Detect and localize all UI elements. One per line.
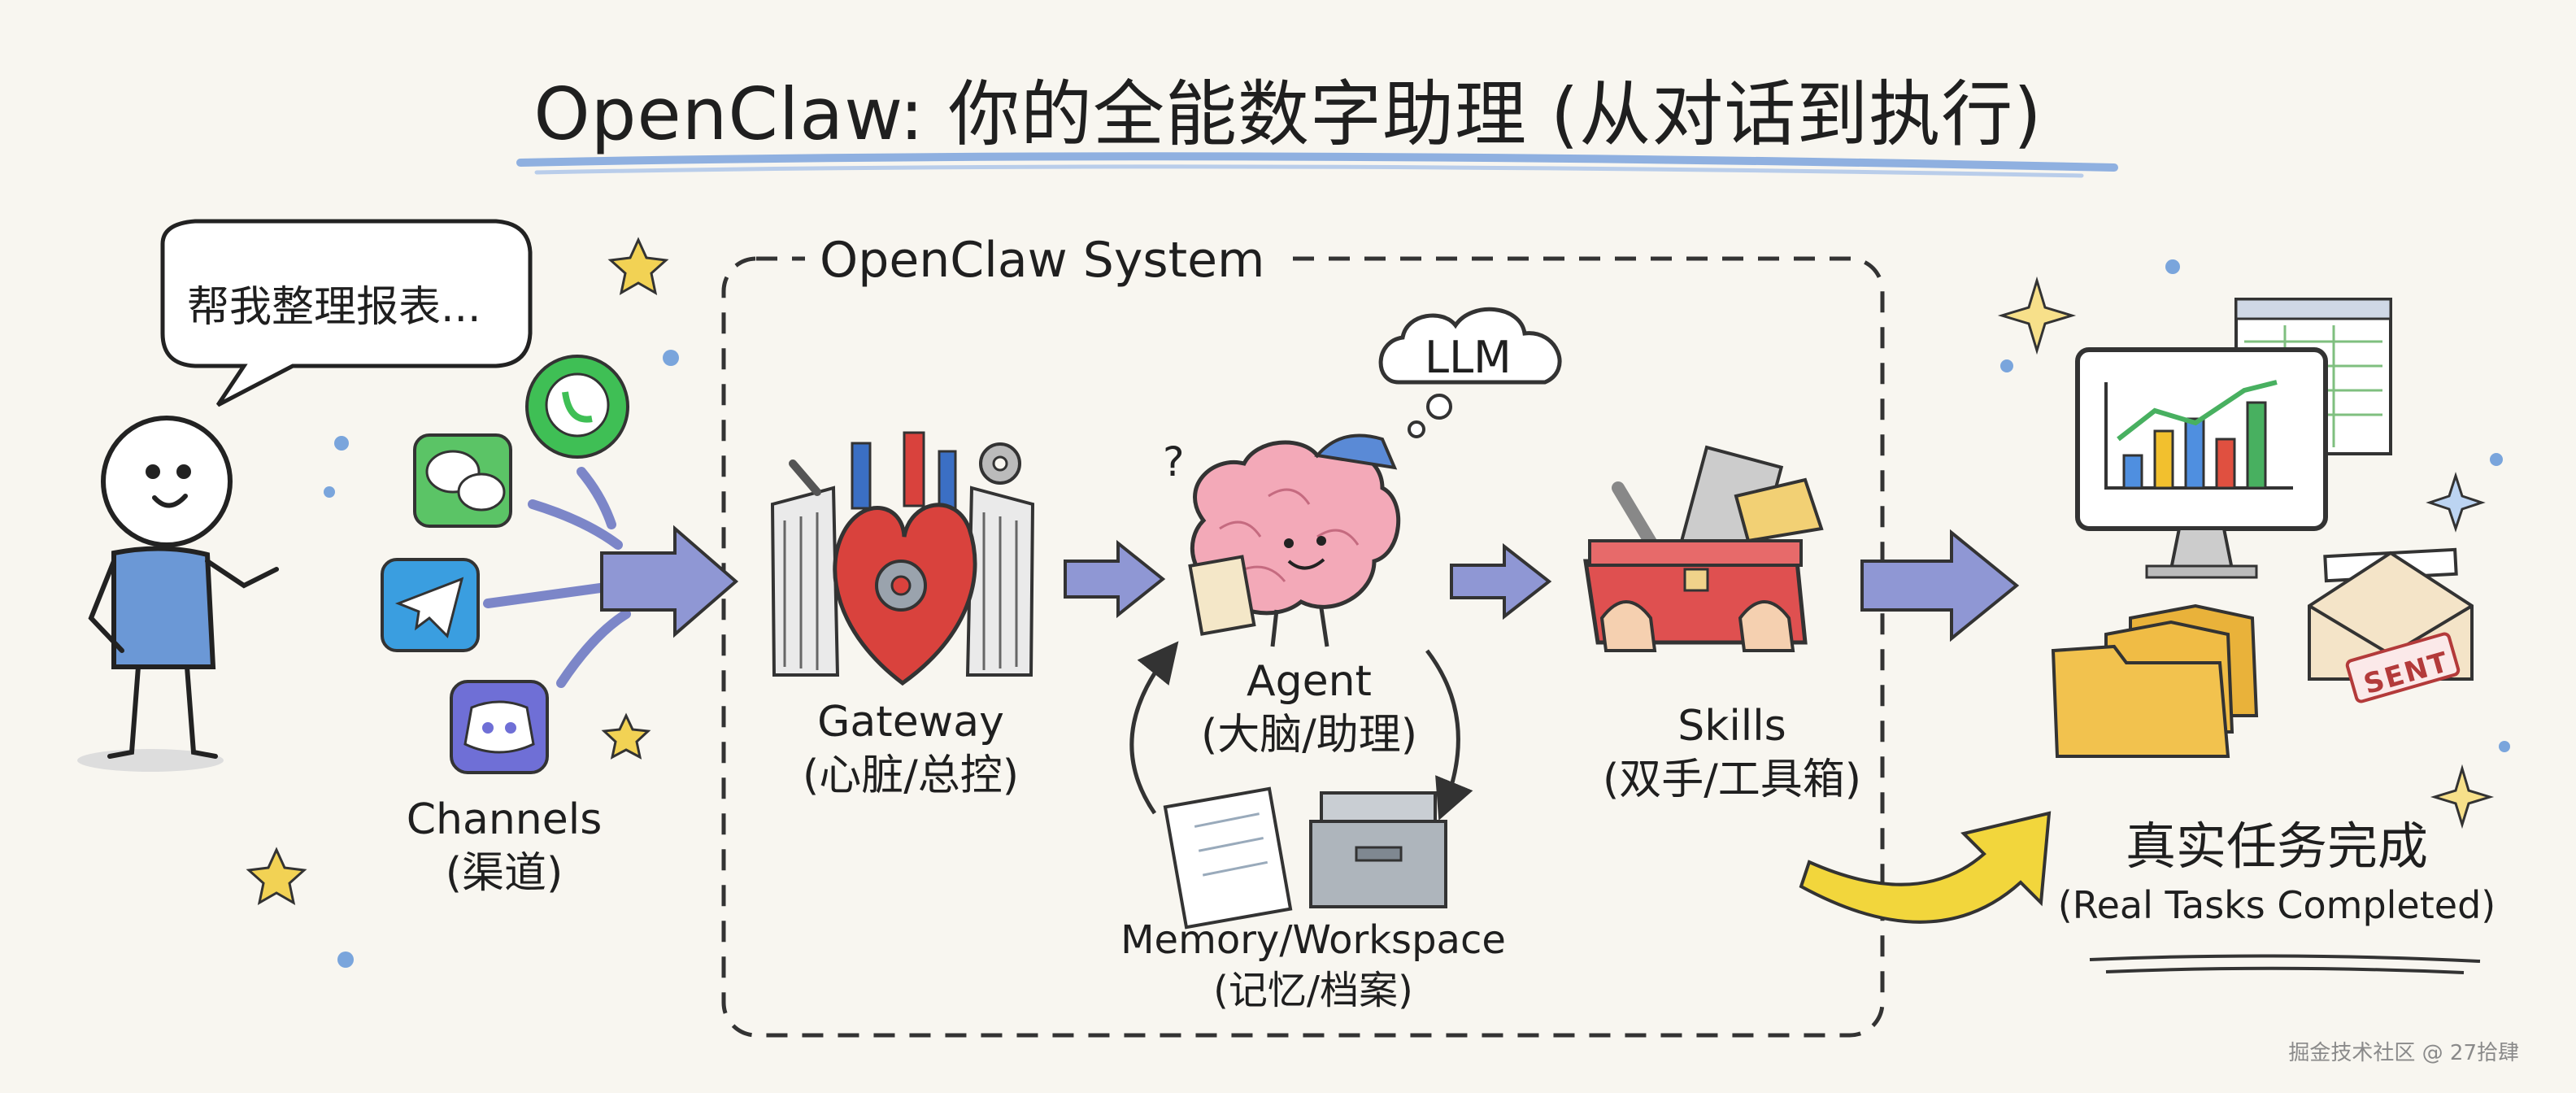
decor-stars xyxy=(246,237,669,905)
svg-text:?: ? xyxy=(1163,438,1185,486)
title-underline xyxy=(516,152,2118,178)
yellow-sweep-arrow xyxy=(1799,811,2052,924)
arrow-gateway-agent xyxy=(1064,539,1166,619)
llm-cloud xyxy=(1378,307,1562,438)
bar-4 xyxy=(2215,438,2236,490)
folder-icon xyxy=(2051,603,2259,758)
result-zh: 真实任务完成 xyxy=(2125,816,2428,876)
memory-sub: (记忆/档案) xyxy=(1213,968,1413,1013)
channels-label: Channels (渠道) xyxy=(382,793,626,900)
page-title: OpenClaw: 你的全能数字助理 (从对话到执行) xyxy=(533,72,2043,156)
notebook-icon xyxy=(1163,786,1293,930)
bar-1 xyxy=(2122,454,2143,490)
telegram-icon xyxy=(381,558,480,652)
agent-label: Agent (大脑/助理) xyxy=(1163,655,1456,762)
toolbox-icon xyxy=(1583,445,1824,652)
channel-arrows xyxy=(483,467,631,688)
channels-name: Channels xyxy=(406,795,603,844)
skills-sub: (双手/工具箱) xyxy=(1602,756,1862,804)
channels-sub: (渠道) xyxy=(445,849,564,898)
bar-5 xyxy=(2246,401,2267,490)
filing-drawer-icon xyxy=(1309,791,1447,908)
gateway-label: Gateway (心脏/总控) xyxy=(772,695,1049,803)
bar-3 xyxy=(2184,417,2205,490)
skills-name: Skills xyxy=(1677,702,1786,751)
speech-bubble-text: 帮我整理报表... xyxy=(187,283,481,332)
skills-label: Skills (双手/工具箱) xyxy=(1545,699,1919,807)
gate-icon xyxy=(770,486,1035,677)
result-label: 真实任务完成 (Real Tasks Completed) xyxy=(2017,813,2537,930)
discord-icon xyxy=(450,680,549,774)
gateway-name: Gateway xyxy=(817,698,1004,747)
brain-icon: ? xyxy=(1163,433,1401,647)
decor-dots xyxy=(324,259,2510,968)
memory-name: Memory/Workspace xyxy=(1120,917,1506,963)
llm-label: LLM xyxy=(1425,332,1512,383)
memory-label: Memory/Workspace (记忆/档案) xyxy=(1086,915,1541,1016)
wechat-icon xyxy=(413,433,512,528)
result-en: (Real Tasks Completed) xyxy=(2057,883,2496,927)
bar-2 xyxy=(2153,429,2174,490)
arrow-skills-result xyxy=(1860,529,2020,642)
footer-watermark: 掘金技术社区 @ 27拾肆 xyxy=(2288,1041,2519,1065)
trend-line xyxy=(2117,380,2278,442)
whatsapp-icon xyxy=(525,355,629,459)
arrow-agent-skills xyxy=(1450,542,1552,621)
monitor-bar-chart xyxy=(2117,380,2278,490)
sent-stamp xyxy=(2345,632,2461,703)
speech-bubble xyxy=(160,219,533,407)
gateway-sub: (心脏/总控) xyxy=(802,751,1020,800)
decor-sparkles xyxy=(1997,276,2495,830)
heart-icon xyxy=(789,431,1021,686)
system-boundary xyxy=(721,256,1885,1038)
channel-arrow-main xyxy=(600,525,739,638)
arrow-agent-memory xyxy=(1425,649,1473,821)
system-label: OpenClaw System xyxy=(805,232,1280,289)
stick-figure xyxy=(77,416,279,772)
result-underline xyxy=(2089,954,2481,974)
agent-name: Agent xyxy=(1247,657,1372,706)
agent-sub: (大脑/助理) xyxy=(1200,711,1418,760)
arrow-memory-agent xyxy=(1129,641,1179,815)
